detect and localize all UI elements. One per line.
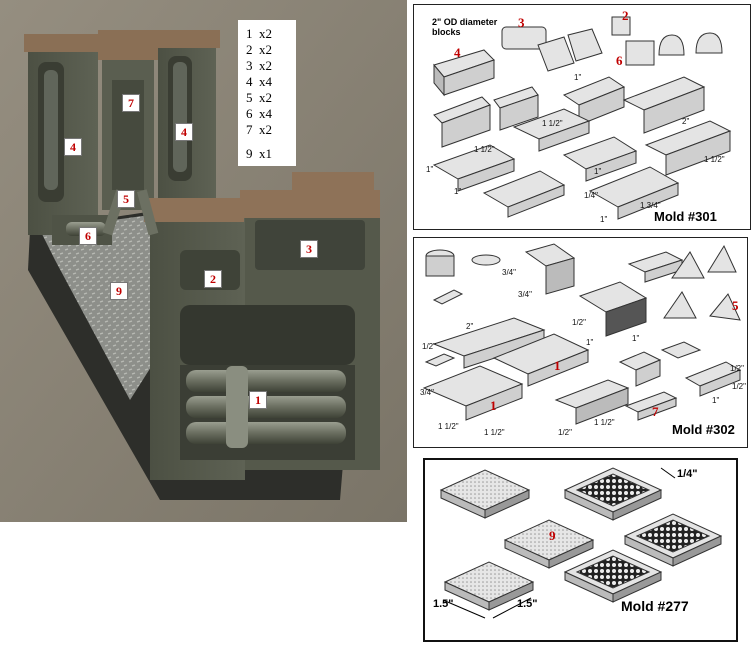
mold-302-panel: 1 1 5 7 3/4" 3/4" 2" 1/2" 1/2" 1" 1" 1 1… (413, 237, 748, 448)
dim-label: 1" (426, 165, 434, 174)
dim-label: 3/4" (518, 290, 532, 299)
photo-label-4-right: 4 (175, 123, 193, 141)
dim-label: 2" (466, 322, 474, 331)
dim-label: 1 1/2" (594, 418, 615, 427)
dim-label: 1 1/2" (484, 428, 505, 437)
mold-277-illustration (439, 467, 723, 619)
parts-row: 1 x2 (246, 26, 272, 41)
parts-row-extra: 9 x1 (246, 146, 272, 161)
dim-label: 1" (712, 396, 720, 405)
dungeon-model-illustration (0, 0, 407, 522)
dim-label: 1" (632, 334, 640, 343)
dim-label: 3/4" (502, 268, 516, 277)
mold-277-dim-width-a: 1.5" (433, 598, 454, 610)
mold-301-label-3: 3 (518, 15, 525, 30)
parts-row: 5 x2 (246, 90, 272, 105)
dim-label: 1 1/2" (438, 422, 459, 431)
photo-label-5: 5 (117, 190, 135, 208)
mold-301-title: Mold #301 (654, 209, 717, 224)
dungeon-photo: 7 4 4 5 6 9 2 3 1 1 x2 2 x2 3 x2 4 x4 5 … (0, 0, 407, 522)
dim-label: 1/2" (572, 318, 586, 327)
dim-label: 1 1/2" (542, 119, 563, 128)
mold-277-dim-thickness: 1/4" (677, 468, 698, 480)
mold-301-illustration (432, 16, 732, 220)
mold-301-panel: 2" OD diameter blocks 3 2 4 6 1" 1" 1 1/… (413, 4, 751, 230)
mold-277-panel: 9 1/4" 1.5" 1.5" Mold #277 (423, 458, 738, 642)
dim-label: 3/4" (420, 388, 434, 397)
parts-row: 2 x2 (246, 42, 272, 57)
dim-label: 1" (600, 215, 608, 224)
dim-label: 1 3/4" (640, 201, 661, 210)
dim-label: 2" (682, 117, 690, 126)
mold-302-illustration (422, 243, 742, 425)
photo-label-1: 1 (249, 391, 267, 409)
dim-label: 1" (586, 338, 594, 347)
mold-301-note-line2: blocks (432, 27, 461, 37)
parts-list: 1 x2 2 x2 3 x2 4 x4 5 x2 6 x4 7 x2 9 x1 (238, 20, 296, 166)
mold-302-label-7: 7 (652, 404, 659, 419)
parts-row: 4 x4 (246, 74, 272, 89)
mold-302-label-1-right: 1 (554, 358, 561, 373)
photo-label-6: 6 (79, 227, 97, 245)
photo-label-3: 3 (300, 240, 318, 258)
mold-302-label-5: 5 (732, 298, 739, 313)
dim-label: 1" (574, 73, 582, 82)
photo-label-4-left: 4 (64, 138, 82, 156)
dim-label: 1 1/2" (474, 145, 495, 154)
mold-301-label-6: 6 (616, 53, 623, 68)
mold-301-label-4: 4 (454, 45, 461, 60)
dim-label: 1/4" (584, 191, 598, 200)
mold-277-dim-width-b: 1.5" (517, 598, 538, 610)
dim-label: 1/2" (732, 382, 746, 391)
dim-label: 1/2" (558, 428, 572, 437)
dim-label: 1" (594, 167, 602, 176)
mold-301-label-2: 2 (622, 8, 629, 23)
mold-302-label-1-left: 1 (490, 398, 497, 413)
dim-label: 1/2" (422, 342, 436, 351)
photo-label-2: 2 (204, 270, 222, 288)
parts-row: 7 x2 (246, 122, 272, 137)
dim-label: 1/2" (730, 364, 744, 373)
parts-row: 3 x2 (246, 58, 272, 73)
dim-label: 1 1/2" (704, 155, 725, 164)
mold-301-note-line1: 2" OD diameter (432, 17, 498, 27)
mold-277-title: Mold #277 (621, 598, 689, 614)
parts-row: 6 x4 (246, 106, 272, 121)
mold-277-label-9: 9 (549, 528, 556, 543)
photo-label-7: 7 (122, 94, 140, 112)
photo-label-9: 9 (110, 282, 128, 300)
mold-302-title: Mold #302 (672, 422, 735, 437)
dim-label: 1" (454, 187, 462, 196)
